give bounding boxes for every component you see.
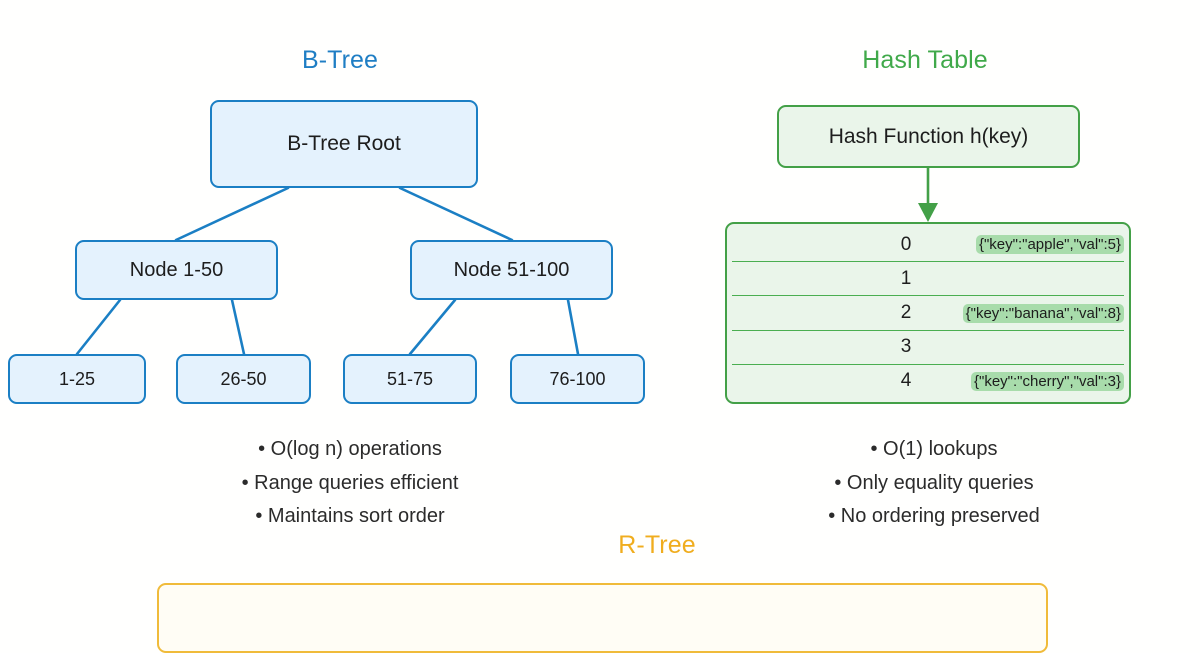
btree-property-item: • O(log n) operations: [258, 438, 442, 460]
btree-internal-node-2-label: Node 51-100: [453, 258, 570, 281]
btree-leaf-node-4[interactable]: 76-100: [510, 354, 645, 404]
btree-property-item: • Maintains sort order: [255, 505, 445, 527]
btree-property-item: • Range queries efficient: [241, 471, 459, 494]
hash-bucket-row[interactable]: 4 {"key":"cherry","val":3}: [732, 365, 1124, 398]
hash-bucket-row[interactable]: 1: [732, 262, 1124, 297]
btree-internal-node-1[interactable]: Node 1-50: [75, 240, 278, 300]
hash-bucket-value: {"key":"banana","val":8}: [962, 303, 1124, 323]
btree-root-node[interactable]: B-Tree Root: [210, 100, 478, 188]
btree-root-label: B-Tree Root: [287, 132, 401, 155]
hash-property-item: • No ordering preserved: [828, 505, 1040, 527]
hash-bucket-value: {"key":"cherry","val":3}: [970, 371, 1124, 391]
btree-internal-node-1-label: Node 1-50: [129, 258, 224, 281]
hash-bucket-index: 0: [900, 233, 912, 255]
diagram-canvas: B-Tree B-Tree Root Node 1-50 Node 51-100…: [8, 46, 1131, 653]
hash-bucket-index: 1: [900, 267, 912, 289]
hash-bucket-index: 4: [900, 370, 912, 392]
hash-section-title: Hash Table: [862, 46, 988, 74]
hash-bucket-row[interactable]: 3: [732, 331, 1124, 365]
hash-bucket-value: [1118, 346, 1124, 348]
rtree-section-title: R-Tree: [618, 531, 696, 559]
edge-node-a-to-leaf-1: [230, 298, 246, 356]
hash-bucket-index: 3: [900, 336, 912, 358]
edge-root-to-node-a: [174, 186, 290, 242]
hash-bucket-row[interactable]: 2 {"key":"banana","val":8}: [732, 296, 1124, 331]
btree-leaf-node-1-label: 1-25: [58, 368, 96, 389]
edge-node-a-to-leaf-0: [75, 298, 122, 356]
edge-node-b-to-leaf-2: [408, 298, 457, 356]
rtree-container-box[interactable]: [157, 583, 1048, 653]
btree-properties-list: • O(log n) operations • Range queries ef…: [242, 433, 459, 534]
hash-bucket-value: {"key":"apple","val":5}: [975, 235, 1124, 255]
btree-internal-node-2[interactable]: Node 51-100: [410, 240, 613, 300]
btree-leaf-node-2-label: 26-50: [220, 368, 267, 389]
btree-leaf-node-3-label: 51-75: [386, 368, 434, 389]
btree-section-title: B-Tree: [301, 46, 379, 74]
hash-function-label: Hash Function h(key): [828, 124, 1029, 148]
hash-bucket-row[interactable]: 0 {"key":"apple","val":5}: [732, 228, 1124, 263]
hash-properties-list: • O(1) lookups • Only equality queries •…: [828, 433, 1040, 534]
btree-leaf-node-1[interactable]: 1-25: [8, 354, 146, 404]
edge-node-b-to-leaf-3: [566, 298, 580, 356]
edge-root-to-node-b: [398, 186, 514, 242]
hash-function-node[interactable]: Hash Function h(key): [777, 105, 1080, 168]
hash-arrow: [918, 168, 938, 222]
hash-bucket-index: 2: [900, 302, 912, 323]
hash-bucket-value: [1118, 278, 1124, 280]
btree-leaf-node-2[interactable]: 26-50: [176, 354, 311, 404]
hash-property-item: • O(1) lookups: [870, 438, 998, 460]
hash-bucket-table: 0 {"key":"apple","val":5} 1 2 {"key":"ba…: [725, 222, 1131, 404]
btree-leaf-node-4-label: 76-100: [549, 368, 606, 389]
btree-leaf-node-3[interactable]: 51-75: [343, 354, 477, 404]
hash-property-item: • Only equality queries: [834, 471, 1034, 494]
